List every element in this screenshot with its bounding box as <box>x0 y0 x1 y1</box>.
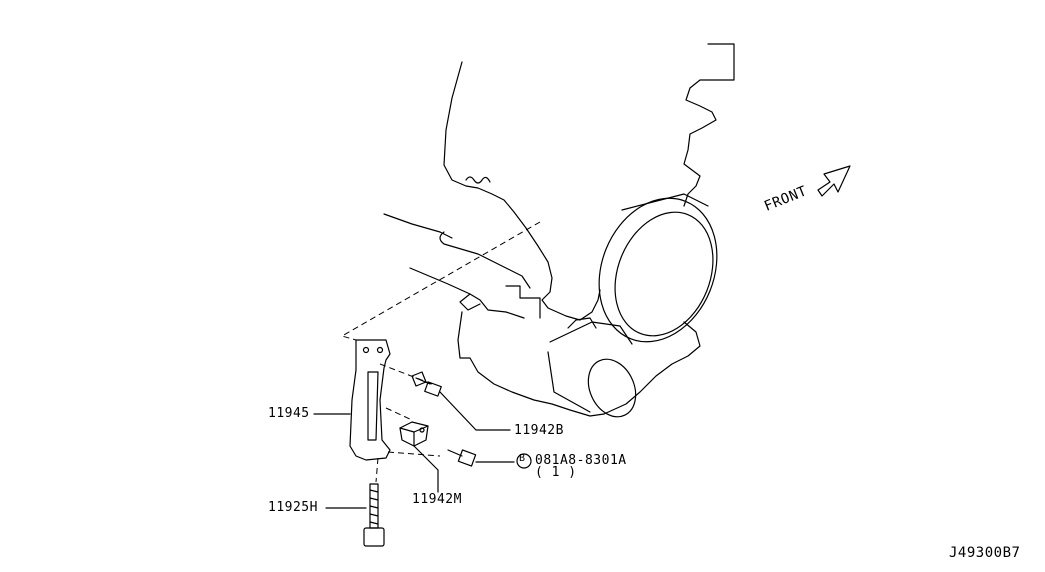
diagram-id: J49300B7 <box>949 545 1021 561</box>
label-bolt-std-symbol: B <box>519 453 526 464</box>
bracket-11945 <box>349 339 391 461</box>
front-arrow-icon <box>817 165 851 197</box>
alignment-lines <box>340 221 541 483</box>
bolt-081a8-8301a <box>447 449 477 467</box>
stud-block-11942m <box>399 421 429 447</box>
label-11942b: 11942B <box>514 423 564 438</box>
bolt-11942b <box>411 371 442 397</box>
label-081a8-8301a: 081A8-8301A <box>535 453 627 468</box>
label-11925h: 11925H <box>268 500 318 515</box>
leader-lines <box>313 391 515 509</box>
engine-block-outline <box>383 43 735 418</box>
label-11945: 11945 <box>268 406 310 421</box>
bolt-std-symbol-icon <box>516 453 532 469</box>
bolt-11925h <box>363 483 385 547</box>
label-11942m: 11942M <box>412 492 462 507</box>
label-qty: ( 1 ) <box>535 465 577 480</box>
